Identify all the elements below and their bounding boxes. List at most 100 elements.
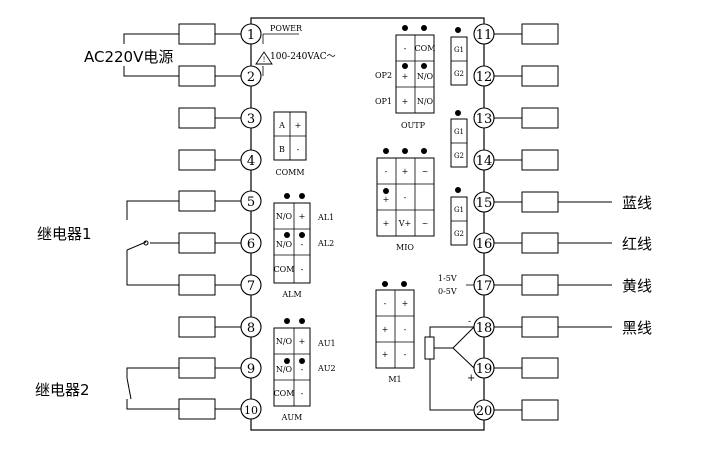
terminal-6: 6 [247, 237, 255, 252]
aum-title: AUM [281, 413, 303, 422]
outp-g1-top: G1 [454, 46, 464, 54]
mio-cell-3: ~ [422, 167, 429, 176]
relay1-label: 继电器1 [37, 225, 92, 243]
comm-cell-minus: - [297, 145, 300, 154]
left-terminal-boxes [178, 23, 216, 420]
comm-cell-plus: + [295, 121, 302, 130]
aum-cell-3: N/O [276, 365, 293, 374]
alm-cell-5: COM [274, 265, 295, 274]
mio-cell-9: ~ [422, 219, 429, 228]
aum-cell-1: N/O [276, 337, 293, 346]
terminal-5: 5 [247, 195, 255, 210]
terminal-9: 9 [247, 362, 255, 377]
alm-block: N/O + N/O - COM - AL1 AL2 ALM [273, 193, 334, 299]
mio-cell-2: + [402, 167, 409, 176]
alm-cell-1: N/O [276, 212, 293, 221]
outp-op2-label: OP2 [375, 71, 392, 80]
comm-cell-a: A [278, 121, 285, 130]
mio-block: - + ~ + - + V+ ~ MIO G1 G2 [376, 148, 468, 252]
alm-cell-2: + [299, 212, 306, 221]
potentiometer-icon [424, 326, 475, 411]
terminal-19: 19 [476, 362, 493, 377]
mio-g2: G2 [454, 230, 464, 238]
terminal-15: 15 [476, 196, 493, 211]
analog-plus: + [467, 373, 475, 384]
m1-block: - + + - + - M1 [375, 281, 415, 384]
aum-cell-2: + [299, 337, 306, 346]
mio-g1: G1 [454, 206, 464, 214]
terminal-1: 1 [247, 28, 255, 43]
outp-g2-top: G2 [454, 70, 464, 78]
m1-cell-4: - [404, 325, 407, 334]
right-label-leads [558, 201, 612, 328]
terminal-11: 11 [476, 28, 493, 43]
aum-cell-4: - [301, 365, 304, 374]
outp-g2-mid: G2 [454, 152, 464, 160]
outp-cell-2: COM [415, 44, 436, 53]
outp-title: OUTP [401, 121, 426, 130]
terminal-17: 17 [476, 279, 493, 294]
terminal-20: 20 [476, 404, 493, 419]
terminal-4: 4 [247, 154, 255, 169]
relay2-wiring [126, 367, 179, 410]
analog-range-1: 1-5V [438, 274, 457, 283]
terminal-18: 18 [476, 321, 493, 336]
terminal-13: 13 [476, 112, 493, 127]
svg-text:!: ! [263, 56, 266, 64]
mio-cell-5: - [404, 193, 407, 202]
terminal-8: 8 [247, 321, 255, 336]
alm-title: ALM [281, 290, 301, 299]
mio-title: MIO [396, 243, 414, 252]
terminal-12: 12 [476, 70, 493, 85]
outp-g1-mid: G1 [454, 128, 464, 136]
m1-cell-2: + [402, 299, 409, 308]
power-wiring [123, 33, 179, 77]
comm-title: COMM [275, 168, 304, 177]
yellow-wire-label: 黄线 [622, 277, 652, 295]
m1-cell-6: - [404, 350, 407, 359]
aum-cell-6: - [301, 389, 304, 398]
analog-minus: - [468, 317, 471, 327]
alm-cell-6: - [301, 265, 304, 274]
m1-cell-3: + [382, 325, 389, 334]
aum-cell-5: COM [274, 389, 295, 398]
outp-op1-label: OP1 [375, 97, 392, 106]
aum-au2-label: AU2 [317, 364, 336, 373]
aum-au1-label: AU1 [317, 339, 336, 348]
terminal-7: 7 [247, 279, 255, 294]
outp-cell-4: N/O [417, 72, 434, 81]
mio-cell-1: - [385, 167, 388, 176]
comm-cell-b: B [279, 145, 285, 154]
m1-cell-5: + [382, 350, 389, 359]
outp-cell-3: + [402, 72, 409, 81]
mio-cell-4: + [383, 195, 390, 204]
aum-block: N/O + N/O - COM - AU1 AU2 AUM [273, 318, 336, 422]
mio-cell-7: + [383, 219, 390, 228]
device-housing [250, 17, 485, 431]
warning-triangle-icon [255, 51, 273, 65]
analog-range-2: 0-5V [438, 287, 457, 296]
outp-cell-1: - [404, 44, 407, 53]
outp-cell-6: N/O [417, 97, 434, 106]
outp-block: - COM + N/O + N/O OP2 OP1 OUTP G1 G2 G1 … [375, 25, 468, 168]
alm-al1-label: AL1 [317, 213, 334, 222]
terminal-16: 16 [476, 237, 493, 252]
power-voltage: 100-240VAC～ [270, 52, 336, 62]
black-wire-label: 黑线 [622, 319, 652, 337]
red-wire-label: 红线 [622, 235, 652, 253]
mio-cell-8: V+ [398, 219, 411, 228]
m1-title: M1 [388, 375, 401, 384]
relay1-contact [143, 240, 149, 246]
terminal-leads [215, 33, 522, 411]
comm-block: A + B - COMM [273, 111, 307, 177]
alm-cell-4: - [301, 240, 304, 249]
outp-cell-5: + [402, 97, 409, 106]
terminal-14: 14 [476, 154, 493, 169]
terminal-10: 10 [244, 404, 258, 417]
left-terminals [240, 23, 262, 420]
terminal-3: 3 [247, 112, 255, 127]
right-terminals [473, 23, 495, 421]
relay2-label: 继电器2 [35, 381, 90, 399]
